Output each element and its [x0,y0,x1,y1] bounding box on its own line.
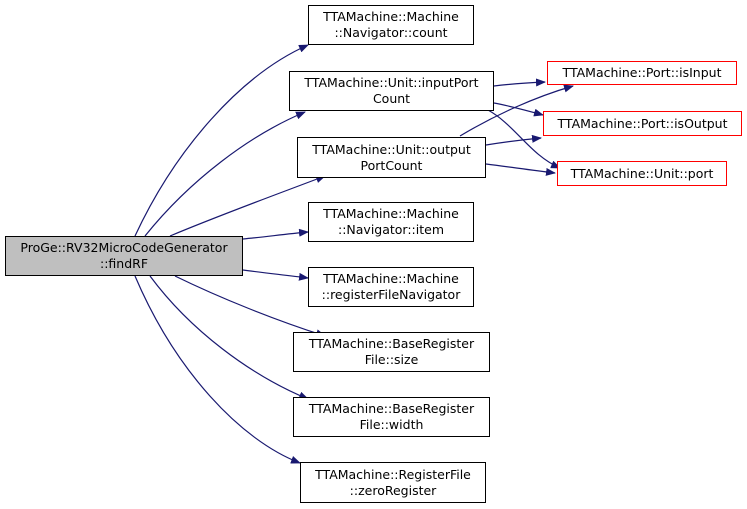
edge-root-width [149,275,309,400]
node-navigator-count[interactable]: TTAMachine::Machine ::Navigator::count [308,5,474,45]
node-port-isinput[interactable]: TTAMachine::Port::isInput [547,61,737,85]
node-label-line: File::size [364,352,419,367]
node-baseregisterfile-width[interactable]: TTAMachine::BaseRegister File::width [293,397,490,437]
node-registerfile-zeroregister[interactable]: TTAMachine::RegisterFile ::zeroRegister [300,462,486,503]
node-label-line: Count [372,91,411,106]
edge-root-item [242,228,309,240]
node-label-line: TTAMachine::BaseRegister [308,336,475,351]
node-label-line: ::Navigator::item [337,222,445,237]
edge-root-inputport [144,111,306,237]
node-label-line: ::registerFileNavigator [321,287,461,302]
edge-root-count [134,44,309,237]
edge-input-isoutput [493,102,544,117]
node-label-line: TTAMachine::BaseRegister [308,401,475,416]
node-unit-outputportcount[interactable]: TTAMachine::Unit::output PortCount [297,137,486,178]
edge-root-regnav [242,269,309,281]
node-label-line: ::zeroRegister [349,482,437,498]
node-label-line: TTAMachine::Machine [323,9,459,24]
node-port-isoutput[interactable]: TTAMachine::Port::isOutput [543,111,742,136]
edge-input-isinput [493,78,546,87]
node-label-line: TTAMachine::Unit::output [312,141,471,157]
node-label-line: TTAMachine::Port::isInput [562,65,722,80]
edge-root-outputport [169,175,326,237]
edge-output-isoutput [485,134,542,146]
node-unit-inputportcount[interactable]: TTAMachine::Unit::inputPort Count [289,71,494,111]
node-label-line: TTAMachine::Unit::inputPort [304,75,479,90]
node-label-line: ProGe::RV32MicroCodeGenerator [20,240,228,255]
node-machine-registerfilenavigator[interactable]: TTAMachine::Machine ::registerFileNaviga… [308,267,474,307]
edge-root-zeroreg [134,275,301,464]
node-label-line: TTAMachine::RegisterFile [315,466,471,482]
node-root-findrf[interactable]: ProGe::RV32MicroCodeGenerator ::findRF [5,236,243,276]
node-label-line: PortCount [360,157,423,173]
node-label-line: TTAMachine::Unit::port [570,165,714,181]
node-label-line: ::Navigator::count [334,25,448,40]
node-label-line: TTAMachine::Machine [323,271,459,286]
edge-output-port [485,163,556,176]
node-label-line: ::findRF [99,256,149,271]
edge-root-size [174,275,326,338]
edge-output-isinput [459,84,574,137]
node-baseregisterfile-size[interactable]: TTAMachine::BaseRegister File::size [293,332,490,372]
node-label-line: TTAMachine::Port::isOutput [557,115,728,131]
node-label-line: File::width [359,417,424,432]
node-navigator-item[interactable]: TTAMachine::Machine ::Navigator::item [308,202,474,242]
node-label-line: TTAMachine::Machine [323,206,459,221]
node-unit-port[interactable]: TTAMachine::Unit::port [557,161,727,186]
